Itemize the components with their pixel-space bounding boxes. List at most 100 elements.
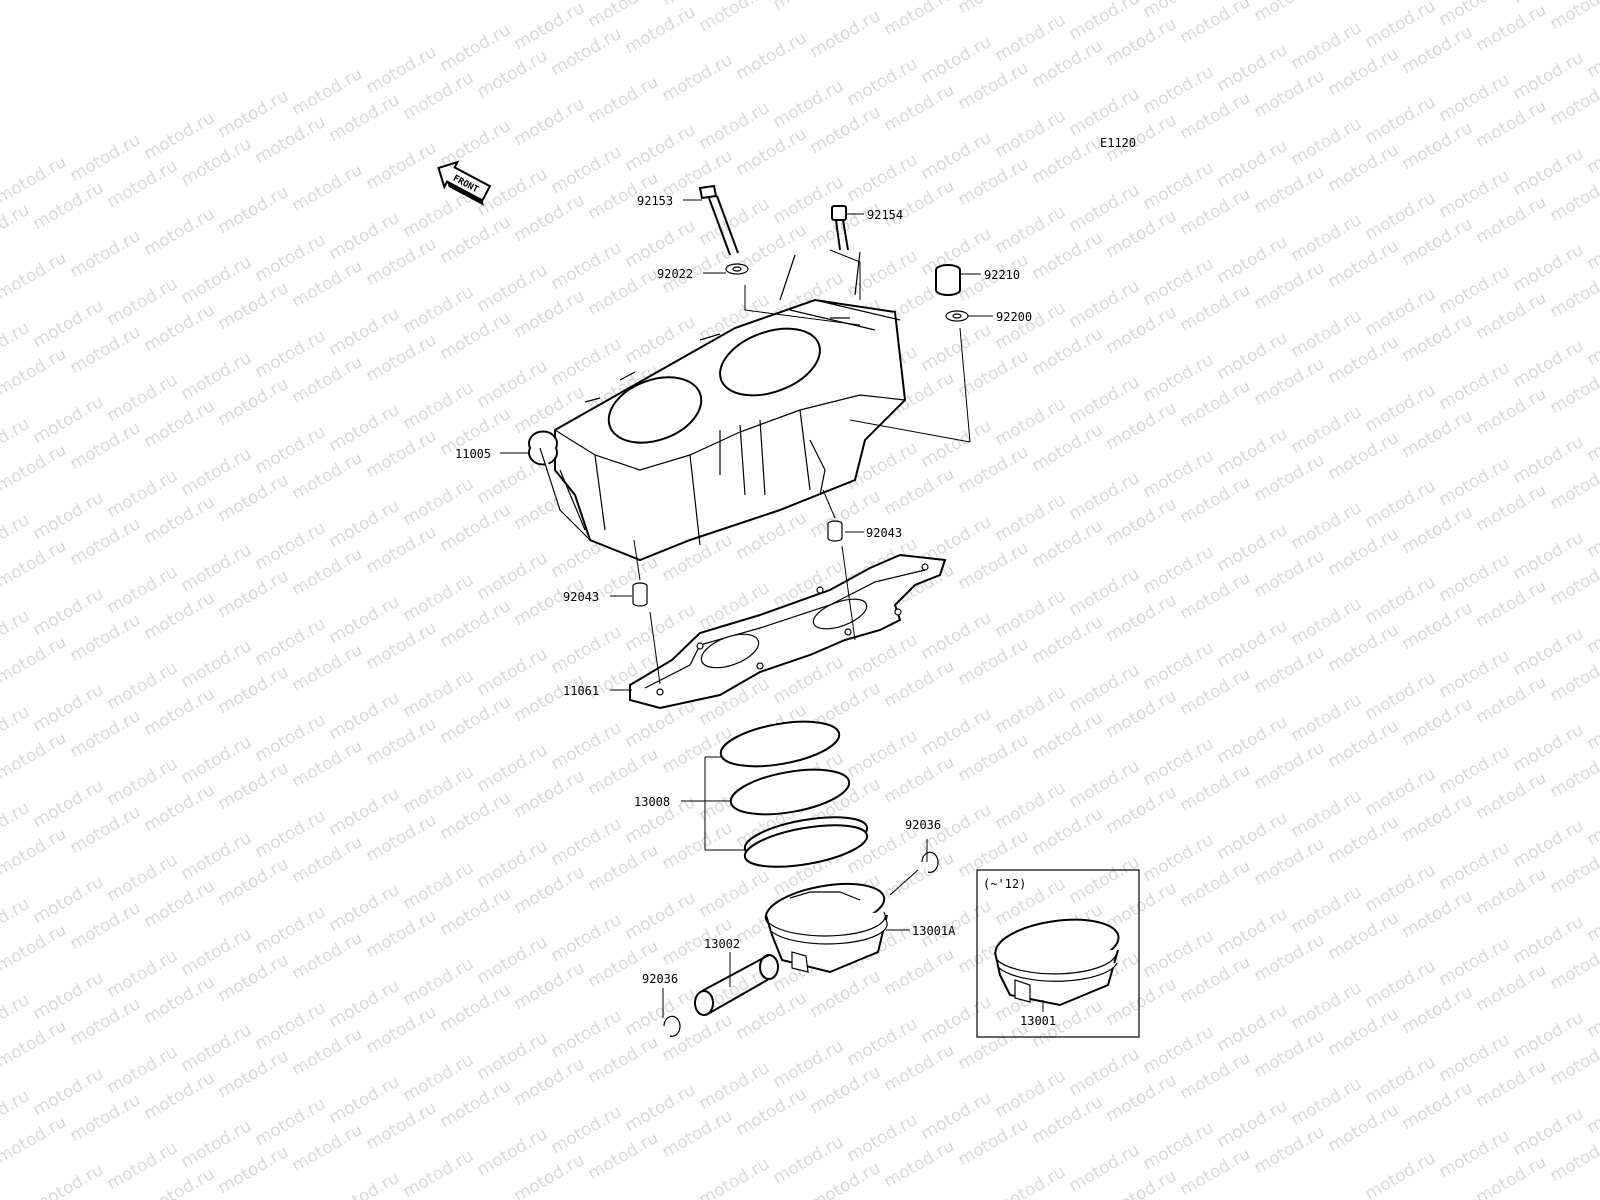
- watermark-text: motod.ru: [585, 744, 663, 800]
- watermark-text: motod.ru: [0, 200, 33, 256]
- dowel-pin-92043-lower: [632, 582, 648, 607]
- watermark-text: motod.ru: [0, 1112, 70, 1168]
- watermark-text: motod.ru: [1103, 398, 1181, 454]
- watermark-text: motod.ru: [807, 966, 885, 1022]
- watermark-text: motod.ru: [955, 154, 1033, 210]
- watermark-text: motod.ru: [1177, 856, 1255, 912]
- watermark-text: motod.ru: [289, 256, 367, 312]
- watermark-text: motod.ru: [67, 802, 145, 858]
- watermark-text: motod.ru: [363, 618, 441, 674]
- watermark-text: motod.ru: [1584, 26, 1600, 82]
- watermark-text: motod.ru: [1325, 812, 1403, 868]
- watermark-text: motod.ru: [289, 736, 367, 792]
- watermark-text: motod.ru: [1473, 1056, 1551, 1112]
- watermark-text: motod.ru: [1177, 280, 1255, 336]
- watermark-text: motod.ru: [1584, 602, 1600, 658]
- watermark-text: motod.ru: [1325, 716, 1403, 772]
- label-11061: 11061: [563, 684, 599, 698]
- label-92153: 92153: [637, 194, 673, 208]
- watermark-text: motod.ru: [289, 1120, 367, 1176]
- watermark-text: motod.ru: [807, 6, 885, 62]
- watermark-text: motod.ru: [1399, 22, 1477, 78]
- watermark-text: motod.ru: [437, 212, 515, 268]
- watermark-text: motod.ru: [881, 1040, 959, 1096]
- watermark-text: motod.ru: [1584, 410, 1600, 466]
- label-92043-upper: 92043: [866, 526, 902, 540]
- watermark-text: motod.ru: [1251, 354, 1329, 410]
- watermark-text: motod.ru: [955, 730, 1033, 786]
- watermark-text: motod.ru: [1473, 96, 1551, 152]
- watermark-text: motod.ru: [363, 810, 441, 866]
- dowel-pin-92043-upper: [827, 520, 843, 542]
- cylinder-block-11005: [528, 251, 907, 562]
- watermark-text: motod.ru: [511, 958, 589, 1014]
- watermark-text: motod.ru: [326, 90, 404, 146]
- watermark-text: motod.ru: [215, 566, 293, 622]
- watermark-text: motod.ru: [104, 156, 182, 212]
- watermark-text: motod.ru: [511, 286, 589, 342]
- watermark-text: motod.ru: [1473, 672, 1551, 728]
- piston-rings-13008: [719, 720, 869, 868]
- watermark-text: motod.ru: [215, 1046, 293, 1102]
- watermark-text: motod.ru: [659, 1106, 737, 1162]
- front-arrow-icon: FRONT: [437, 160, 492, 206]
- watermark-text: motod.ru: [363, 330, 441, 386]
- watermark-text: motod.ru: [0, 536, 70, 592]
- watermark-text: motod.ru: [1325, 0, 1403, 4]
- watermark-text: motod.ru: [215, 374, 293, 430]
- watermark-text: motod.ru: [622, 2, 700, 58]
- watermark-text: motod.ru: [437, 884, 515, 940]
- watermark-text: motod.ru: [1325, 428, 1403, 484]
- watermark-text: motod.ru: [1029, 804, 1107, 860]
- watermark-text: motod.ru: [0, 344, 70, 400]
- watermark-text: motod.ru: [437, 692, 515, 748]
- watermark-text: motod.ru: [1584, 698, 1600, 754]
- watermark-text: motod.ru: [437, 116, 515, 172]
- watermark-text: motod.ru: [437, 308, 515, 364]
- watermark-text: motod.ru: [30, 1160, 108, 1200]
- watermark-text: motod.ru: [881, 464, 959, 520]
- watermark-text: motod.ru: [585, 840, 663, 896]
- watermark-text: motod.ru: [1029, 708, 1107, 764]
- watermark-text: motod.ru: [1251, 258, 1329, 314]
- watermark-text: motod.ru: [1547, 0, 1600, 34]
- watermark-text: motod.ru: [696, 0, 774, 36]
- label-92154: 92154: [867, 208, 903, 222]
- watermark-text: motod.ru: [141, 972, 219, 1028]
- watermark-text: motod.ru: [215, 182, 293, 238]
- watermark-text: motod.ru: [1584, 314, 1600, 370]
- watermark-text: motod.ru: [67, 322, 145, 378]
- watermark-text: motod.ru: [289, 352, 367, 408]
- watermark-text: motod.ru: [289, 160, 367, 216]
- watermark-text: motod.ru: [67, 418, 145, 474]
- watermark-text: motod.ru: [289, 448, 367, 504]
- watermark-text: motod.ru: [0, 440, 70, 496]
- watermark-text: motod.ru: [1177, 568, 1255, 624]
- watermark-text: motod.ru: [511, 94, 589, 150]
- watermark-text: motod.ru: [1584, 122, 1600, 178]
- watermark-text: motod.ru: [881, 656, 959, 712]
- circlip-92036-left: [663, 1015, 681, 1037]
- watermark-text: motod.ru: [289, 832, 367, 888]
- watermark-text: motod.ru: [1251, 450, 1329, 506]
- watermark-text: motod.ru: [1584, 794, 1600, 850]
- label-92200: 92200: [996, 310, 1032, 324]
- watermark-text: motod.ru: [1325, 620, 1403, 676]
- watermark-text: motod.ru: [0, 248, 70, 304]
- label-13001: 13001: [1020, 1014, 1056, 1028]
- watermark-text: motod.ru: [215, 854, 293, 910]
- watermark-text: motod.ru: [67, 610, 145, 666]
- inset-note: (~'12): [983, 877, 1026, 891]
- watermark-text: motod.ru: [363, 138, 441, 194]
- watermark-text: motod.ru: [363, 714, 441, 770]
- watermark-text: motod.ru: [363, 1098, 441, 1154]
- watermark-text: motod.ru: [807, 1062, 885, 1118]
- watermark-text: motod.ru: [1251, 546, 1329, 602]
- watermark-text: motod.ru: [1399, 118, 1477, 174]
- gasket-11061: [629, 553, 947, 710]
- watermark-text: motod.ru: [1029, 420, 1107, 476]
- watermark-text: motod.ru: [67, 898, 145, 954]
- watermark-text: motod.ru: [1029, 228, 1107, 284]
- watermark-text: motod.ru: [215, 950, 293, 1006]
- inset-box: [976, 869, 1140, 1038]
